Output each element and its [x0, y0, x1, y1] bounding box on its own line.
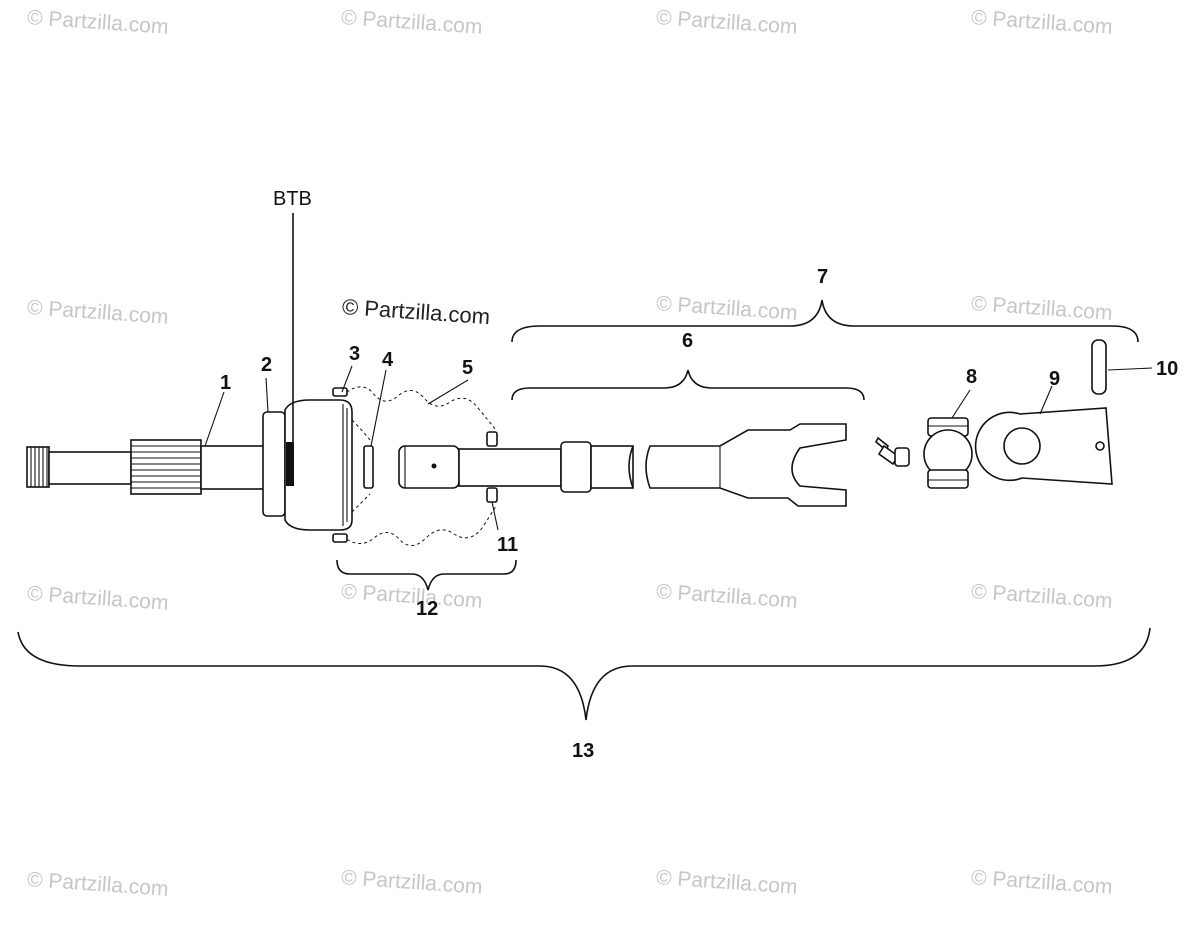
- callout-9: 9: [1049, 368, 1061, 390]
- clamp-bottom: [332, 533, 348, 543]
- callout-11: 11: [497, 534, 519, 556]
- yoke-part: [974, 407, 1113, 485]
- cv-housing: [284, 399, 353, 531]
- callout-5: 5: [462, 357, 474, 379]
- clamp-top: [332, 387, 348, 397]
- boot-part: [341, 386, 497, 546]
- callout-13: 13: [572, 740, 595, 762]
- brace-7: [511, 299, 1139, 343]
- btb-label: BTB: [273, 188, 312, 210]
- brace-6: [511, 369, 865, 401]
- leader-lines: [204, 365, 1153, 531]
- brace-12: [336, 559, 517, 591]
- callout-7: 7: [817, 266, 829, 288]
- shaft-part: [26, 411, 286, 517]
- callout-10: 10: [1156, 358, 1179, 380]
- callout-8: 8: [966, 366, 978, 388]
- brace-13: [17, 627, 1151, 721]
- callout-12: 12: [416, 598, 439, 620]
- callout-1: 1: [220, 372, 232, 394]
- callout-2: 2: [261, 354, 273, 376]
- cross-spider: [923, 417, 973, 489]
- grease-fitting: [874, 436, 910, 467]
- pin-part: [1091, 339, 1107, 395]
- ring-part: [363, 445, 374, 489]
- yoke-shaft: [398, 423, 847, 507]
- callout-4: 4: [382, 349, 394, 371]
- callout-6: 6: [682, 330, 694, 352]
- callout-3: 3: [349, 343, 361, 365]
